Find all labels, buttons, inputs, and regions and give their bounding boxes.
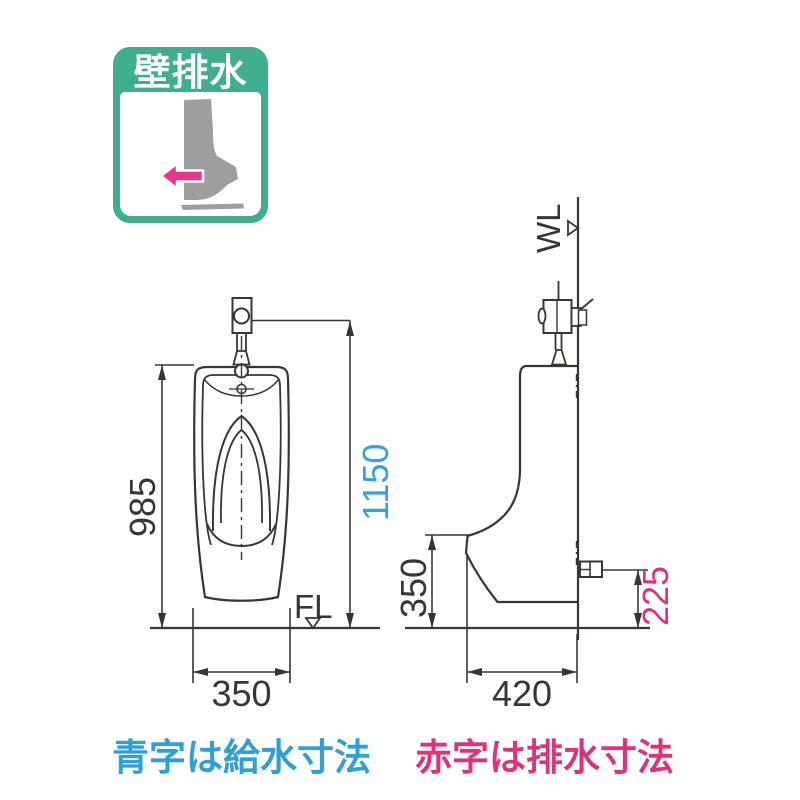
dim-985-label: 985: [122, 477, 163, 537]
badge-panel: [120, 92, 261, 216]
dim-depth: 420: [466, 556, 578, 714]
legend-drain-note: 赤字は排水寸法: [415, 737, 674, 778]
dim-350-side-label: 350: [393, 558, 434, 618]
dim-supply-height: 1150: [252, 319, 396, 628]
legend-supply-note: 青字は給水寸法: [112, 737, 371, 778]
dim-lip-height: 350: [393, 534, 470, 628]
wall-drain-arrow-icon: [159, 162, 205, 190]
badge-pictogram: [159, 99, 244, 210]
dim-drain-height: 225: [602, 566, 676, 628]
bowl-arch-outer: [211, 414, 272, 532]
wl-marker-icon: [567, 219, 580, 237]
dim-420-label: 420: [492, 673, 552, 714]
front-view: [193, 297, 290, 602]
fl-marker-icon: [304, 617, 322, 630]
valve-port-circle: [233, 307, 250, 325]
spud-side: [550, 349, 568, 366]
urinal-body-front: [193, 365, 290, 602]
badge-title: 壁排水: [133, 52, 248, 93]
wall-drainage-badge: 壁排水: [113, 47, 268, 223]
dim-body-height: 985: [122, 364, 194, 628]
dim-350-front-label: 350: [211, 673, 271, 714]
valve-knob: [537, 307, 547, 325]
dim-1150-label: 1150: [355, 444, 396, 521]
wl-label: WL: [530, 204, 567, 254]
stop-valve-handle: [579, 298, 594, 311]
side-view: WL: [464, 197, 603, 640]
urinal-base-line: [181, 203, 244, 210]
urinal-body-side: [464, 364, 578, 604]
dim-front-width: 350: [192, 608, 291, 714]
dim-225-label: 225: [635, 566, 676, 626]
